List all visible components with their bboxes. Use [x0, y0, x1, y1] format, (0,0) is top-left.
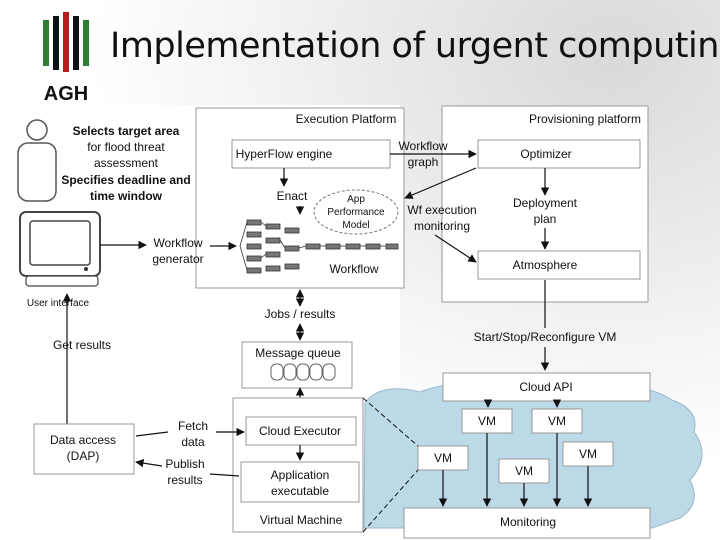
user-text-5: time window	[90, 189, 163, 203]
agh-logo: AGH	[43, 12, 89, 104]
data-access-line2: (DAP)	[67, 449, 100, 463]
virtual-machine-title: Virtual Machine	[260, 513, 343, 527]
optimizer-label: Optimizer	[520, 147, 571, 161]
arrow-monitoring-to-atmosphere	[434, 234, 477, 263]
person-icon	[17, 119, 57, 202]
hyperflow-engine-label: HyperFlow engine	[236, 147, 333, 161]
workflow-label: Workflow	[329, 262, 378, 276]
arrow-optimizer-to-model	[404, 167, 477, 199]
start-stop-label: Start/Stop/Reconfigure VM	[474, 330, 617, 344]
cloud-shape	[363, 381, 703, 529]
vm-label-5: VM	[515, 464, 533, 478]
workflow-graph-thumbnail	[239, 219, 399, 274]
app-model-line2: Performance	[327, 207, 385, 218]
deployment-plan-line1: Deployment	[513, 196, 578, 210]
wf-monitoring-line2: monitoring	[414, 219, 470, 233]
fetch-data-line-left	[135, 431, 169, 437]
arrow-publish-results	[135, 458, 163, 468]
atmosphere-box	[477, 250, 641, 280]
cloud-api-label: Cloud API	[519, 380, 572, 394]
cloud-executor-label: Cloud Executor	[259, 424, 341, 438]
data-access-line1: Data access	[50, 433, 116, 447]
message-queue-label: Message queue	[255, 346, 341, 360]
slide-title: Implementation of urgent computing	[110, 26, 720, 66]
vm-arrows	[438, 399, 593, 507]
user-text-3: assessment	[94, 156, 159, 170]
enact-label: Enact	[277, 189, 308, 203]
vm-label-2: VM	[548, 414, 566, 428]
monitoring-box	[403, 507, 651, 539]
hyperflow-engine-box	[231, 139, 391, 169]
vm-box-2	[531, 408, 583, 434]
zoom-line-bottom	[362, 469, 419, 533]
workflow-generator-line2: generator	[152, 252, 203, 266]
execution-platform-title: Execution Platform	[296, 112, 397, 126]
vm-box-3	[417, 445, 469, 471]
app-executable-box	[240, 461, 360, 503]
vm-box-1	[461, 408, 513, 434]
vm-label-1: VM	[478, 414, 496, 428]
fetch-data-line2: data	[181, 435, 205, 449]
atmosphere-label: Atmosphere	[513, 258, 578, 272]
provisioning-platform-title: Provisioning platform	[529, 112, 641, 126]
data-access-box	[33, 423, 135, 475]
user-text-4: Specifies deadline and	[61, 173, 190, 187]
cloud-api-box	[442, 372, 651, 402]
user-text-1: Selects target area	[73, 124, 180, 138]
app-model-line3: Model	[342, 220, 369, 231]
zoom-line-top	[362, 397, 419, 447]
monitoring-label: Monitoring	[500, 515, 556, 529]
publish-results-line-right	[209, 473, 240, 477]
app-model-line1: App	[347, 194, 365, 205]
publish-results-line1: Publish	[165, 457, 204, 471]
user-interface-label: User interface	[27, 298, 90, 309]
vm-label-3: VM	[434, 451, 452, 465]
cloud-executor-box	[245, 416, 357, 446]
wf-monitoring-line1: Wf execution	[407, 203, 476, 217]
workflow-generator-line1: Workflow	[153, 236, 202, 250]
app-executable-line2: executable	[271, 484, 329, 498]
deployment-plan-line2: plan	[534, 212, 557, 226]
optimizer-box	[477, 139, 641, 169]
app-executable-line1: Application	[271, 468, 330, 482]
workflow-graph-line1: Workflow	[398, 139, 447, 153]
monitor-icon	[19, 211, 101, 287]
queue-icon	[270, 363, 336, 381]
vm-label-4: VM	[579, 447, 597, 461]
fetch-data-line1: Fetch	[178, 419, 208, 433]
get-results-label: Get results	[53, 338, 111, 352]
jobs-results-label: Jobs / results	[265, 307, 336, 321]
user-text-2: for flood threat	[87, 140, 165, 154]
publish-results-line2: results	[167, 473, 202, 487]
logo-text: AGH	[44, 83, 88, 104]
workflow-graph-line2: graph	[408, 155, 439, 169]
vm-box-5	[498, 458, 550, 484]
app-performance-model	[313, 189, 399, 235]
